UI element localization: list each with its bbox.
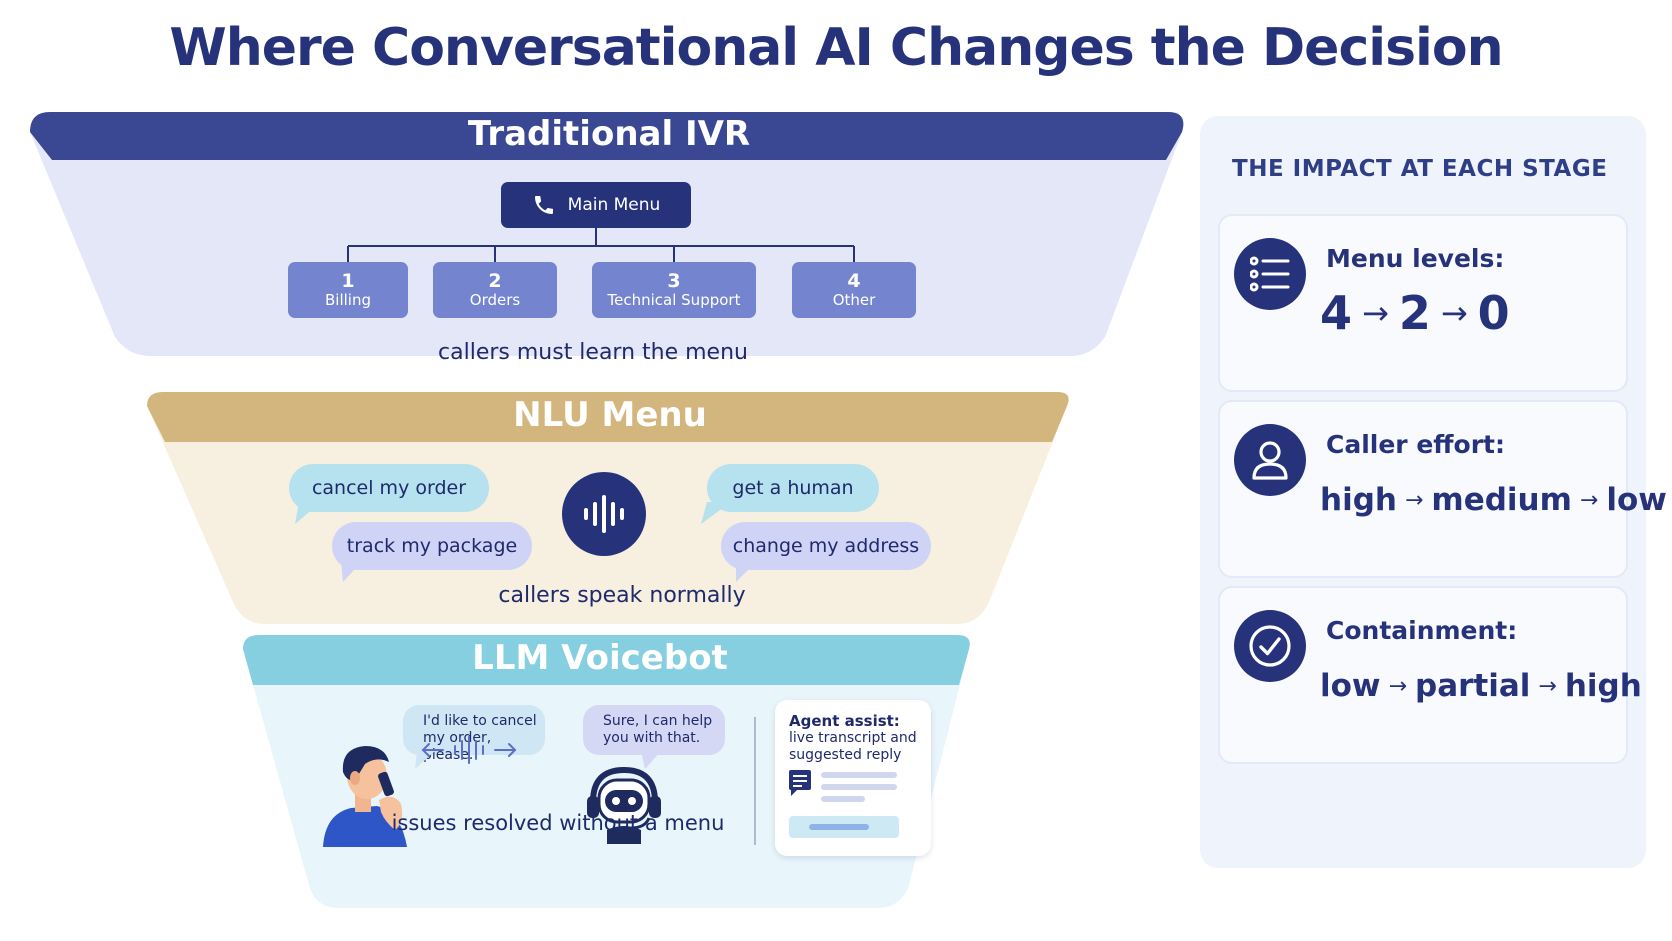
option-label: Orders [469, 291, 521, 309]
stage-traditional-ivr: Traditional IVR Main Menu 1 Billing 2 Or… [30, 112, 1188, 382]
caller-on-phone-icon [323, 746, 407, 847]
bubble-tail [415, 751, 435, 769]
transcript-preview-icon [789, 770, 899, 838]
card-value: 4 → 2 → 0 [1320, 286, 1510, 340]
option-number: 4 [847, 270, 861, 292]
menu-option-orders: 2 Orders [433, 262, 557, 318]
stage-caption: issues resolved without a menu [391, 811, 725, 835]
option-label: Other [832, 291, 876, 309]
card-value: low → partial → high [1320, 668, 1642, 704]
impact-card-caller-effort: Caller effort: high → medium → low [1218, 400, 1667, 578]
stage-caption: callers speak normally [498, 583, 746, 608]
utterance-bubble: get a human [707, 464, 879, 512]
option-label: Billing [325, 291, 371, 309]
user-icon [1234, 424, 1306, 496]
stage-llm-voicebot: LLM Voicebot I'd like to cancel my order… [243, 635, 973, 908]
bubble-tail [341, 560, 363, 582]
agent-assist-title: Agent assist: [789, 712, 900, 730]
stage-title: NLU Menu [513, 395, 707, 435]
arrow: → [1440, 294, 1468, 332]
phone-icon [534, 196, 553, 214]
card-value: high → medium → low [1320, 482, 1667, 518]
menu-option-billing: 1 Billing [288, 262, 408, 318]
value-stage-2: medium [1431, 482, 1572, 518]
arrow: → [1538, 673, 1557, 699]
main-menu-node: Main Menu [501, 182, 691, 228]
value-stage-2: 2 [1398, 286, 1431, 340]
stage-caption: callers must learn the menu [438, 340, 748, 365]
card-label: Menu levels: [1326, 244, 1505, 273]
impact-card-menu-levels: Menu levels: 4 → 2 → 0 [1218, 214, 1628, 392]
arrow: → [1579, 487, 1599, 513]
stage-nlu-menu: NLU Menu cancel my order track my packag… [147, 392, 1073, 624]
menu-option-technical-support: 3 Technical Support [592, 262, 756, 318]
card-label: Caller effort: [1326, 430, 1506, 459]
list-icon [1234, 238, 1306, 310]
main-menu-label: Main Menu [567, 195, 661, 215]
utterance-bubble: change my address [721, 522, 931, 570]
impact-panel: THE IMPACT AT EACH STAGE Menu levels: 4 … [1200, 116, 1667, 868]
bubble-tail [701, 502, 731, 524]
value-stage-1: high [1320, 482, 1397, 518]
card-label: Containment: [1326, 616, 1518, 645]
value-stage-3: high [1564, 668, 1642, 704]
stage-title: LLM Voicebot [472, 638, 728, 678]
bubble-tail [641, 751, 661, 769]
page-title: Where Conversational AI Changes the Deci… [169, 18, 1503, 78]
audio-exchange-icon [421, 736, 517, 764]
option-number: 3 [667, 270, 681, 292]
value-stage-1: low [1320, 668, 1381, 704]
check-circle-icon [1234, 610, 1306, 682]
bot-speech-bubble: Sure, I can help you with that. [583, 705, 725, 755]
utterance-bubble: track my package [332, 522, 532, 570]
option-label: Technical Support [607, 291, 741, 309]
voicebot-robot-icon [587, 766, 661, 844]
option-number: 2 [488, 270, 502, 292]
value-stage-1: 4 [1320, 286, 1353, 340]
agent-assist-description: live transcript and suggested reply [789, 730, 917, 763]
option-number: 1 [341, 270, 355, 292]
bubble-tail [295, 502, 321, 524]
arrow: → [1404, 487, 1424, 513]
utterance-bubble: cancel my order [289, 464, 489, 512]
impact-card-containment: Containment: low → partial → high [1218, 586, 1642, 764]
value-stage-3: low [1606, 482, 1667, 518]
arrow: → [1388, 673, 1407, 699]
stage-title: Traditional IVR [467, 114, 751, 154]
agent-assist-card: Agent assist: live transcript and sugges… [775, 700, 931, 856]
voice-waveform-icon [562, 472, 646, 556]
panel-heading: THE IMPACT AT EACH STAGE [1232, 156, 1608, 182]
value-stage-3: 0 [1477, 286, 1510, 340]
arrow: → [1362, 294, 1389, 332]
value-stage-2: partial [1415, 668, 1531, 704]
menu-option-other: 4 Other [792, 262, 916, 318]
bubble-tail [736, 560, 758, 582]
